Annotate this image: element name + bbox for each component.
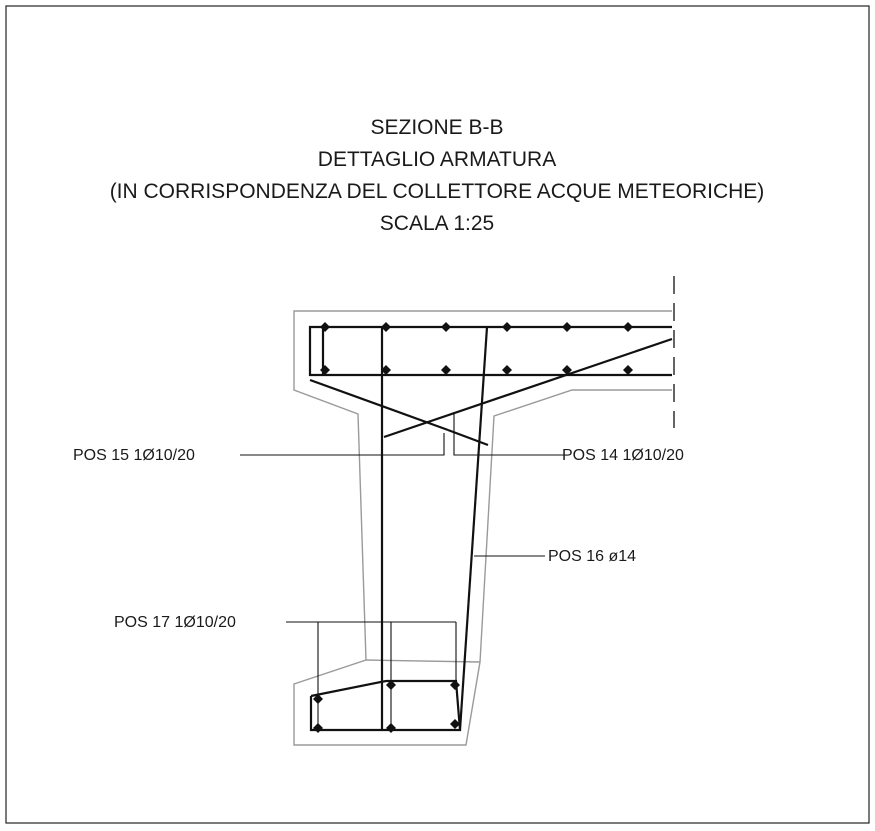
rebar-dot — [450, 680, 460, 690]
label-pos14: POS 14 1Ø10/20 — [562, 447, 684, 464]
rebar-dot — [320, 322, 330, 332]
rebar-dot — [441, 322, 451, 332]
leader-lines — [240, 412, 565, 623]
pos15-diagonal — [309, 378, 449, 432]
rebar-dot — [381, 365, 391, 375]
labels: POS 15 1Ø10/20 POS 14 1Ø10/20 POS 16 ø14… — [73, 447, 684, 631]
pos14-diagonal — [383, 337, 673, 439]
pos14-leader — [453, 412, 565, 456]
rebar-dot — [381, 322, 391, 332]
rebar-dots — [313, 322, 633, 733]
rebar-dot — [623, 322, 633, 332]
label-pos17: POS 17 1Ø10/20 — [114, 614, 236, 631]
label-pos15: POS 15 1Ø10/20 — [73, 447, 195, 464]
rebar-dot — [502, 322, 512, 332]
rebar-dot — [562, 365, 572, 375]
footing-inner-outline — [365, 659, 481, 663]
title-line-3: (IN CORRISPONDENZA DEL COLLETTORE ACQUE … — [110, 180, 765, 203]
label-pos16: POS 16 ø14 — [548, 548, 636, 565]
title-block: SEZIONE B-B DETTAGLIO ARMATURA (IN CORRI… — [110, 116, 765, 235]
title-line-4: SCALA 1:25 — [380, 212, 494, 235]
rebar-dot — [320, 365, 330, 375]
pos15-diagonal-2 — [447, 428, 489, 447]
rebar-dot — [623, 365, 633, 375]
rebar-dot — [313, 723, 323, 733]
title-line-1: SEZIONE B-B — [370, 116, 503, 139]
rebar-dot — [562, 322, 572, 332]
footing-reinforcement — [309, 622, 462, 732]
rebar-dot — [386, 723, 396, 733]
concrete-outline — [293, 310, 672, 746]
rebar-dot — [313, 694, 323, 704]
rebar-dot — [441, 365, 451, 375]
footing-stirrup — [309, 679, 462, 732]
rebar-dot — [450, 719, 460, 729]
title-line-2: DETTAGLIO ARMATURA — [318, 148, 556, 171]
top-web-bar-right — [458, 326, 489, 731]
drawing-frame — [5, 5, 870, 824]
rebar-dot — [502, 365, 512, 375]
slab-reinforcement — [308, 325, 673, 731]
pos15-leader — [240, 433, 445, 456]
slab-outline — [293, 310, 672, 746]
slab-stirrup — [308, 325, 672, 377]
rebar-dot — [386, 680, 396, 690]
